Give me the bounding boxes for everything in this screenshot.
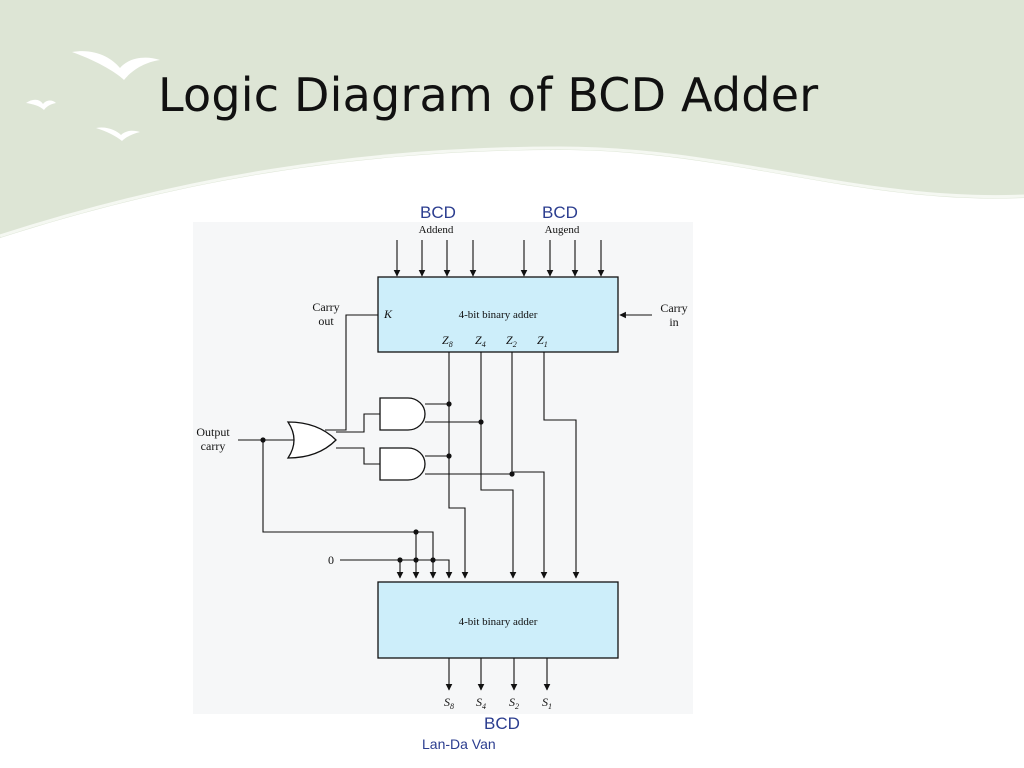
s2-label: S2	[509, 695, 519, 711]
bird-icon	[26, 99, 56, 110]
carry-out-label-2: out	[318, 314, 334, 328]
addend-label: Addend	[419, 224, 454, 236]
augend-label: Augend	[545, 224, 580, 236]
augend-inputs	[520, 240, 605, 277]
bird-icon	[96, 127, 140, 141]
lower-binary-adder	[377, 581, 619, 659]
carry-in-label: Carry	[660, 301, 687, 315]
addend-group-label: BCD	[420, 203, 456, 222]
z2-label: Z2	[506, 333, 517, 349]
addend-inputs	[393, 240, 477, 277]
junction-dots	[260, 401, 515, 563]
z1-label: Z1	[537, 333, 548, 349]
sum-group-label: BCD	[484, 714, 520, 733]
output-carry-label-2: carry	[201, 439, 226, 453]
augend-group-label: BCD	[542, 203, 578, 222]
or-gate	[286, 421, 337, 459]
z4-label: Z4	[475, 333, 486, 349]
z8-label: Z8	[442, 333, 453, 349]
and-gate-lower	[379, 447, 426, 481]
sum-outputs	[445, 658, 551, 691]
author-name: Lan-Da Van	[422, 736, 496, 752]
bird-icon	[72, 51, 160, 80]
upper-binary-adder	[377, 276, 619, 353]
s1-label: S1	[542, 695, 552, 711]
zero-input-label: 0	[328, 553, 334, 567]
output-carry-label: Output	[196, 425, 230, 439]
s-outputs-labels: S8 S4 S2 S1	[444, 695, 552, 711]
carry-out-label: Carry	[312, 300, 339, 314]
s4-label: S4	[476, 695, 486, 711]
and-gate-upper	[379, 397, 426, 431]
title-banner	[0, 0, 1024, 238]
z-outputs-labels: Z8 Z4 Z2 Z1	[442, 333, 548, 349]
slide-title: Logic Diagram of BCD Adder	[158, 68, 819, 122]
carry-in-label-2: in	[669, 315, 678, 329]
banner-edge-highlight	[0, 146, 1024, 238]
k-label: K	[383, 307, 393, 321]
lower-adder-label: 4-bit binary adder	[459, 616, 538, 628]
s8-label: S8	[444, 695, 454, 711]
upper-adder-label: 4-bit binary adder	[459, 309, 538, 321]
